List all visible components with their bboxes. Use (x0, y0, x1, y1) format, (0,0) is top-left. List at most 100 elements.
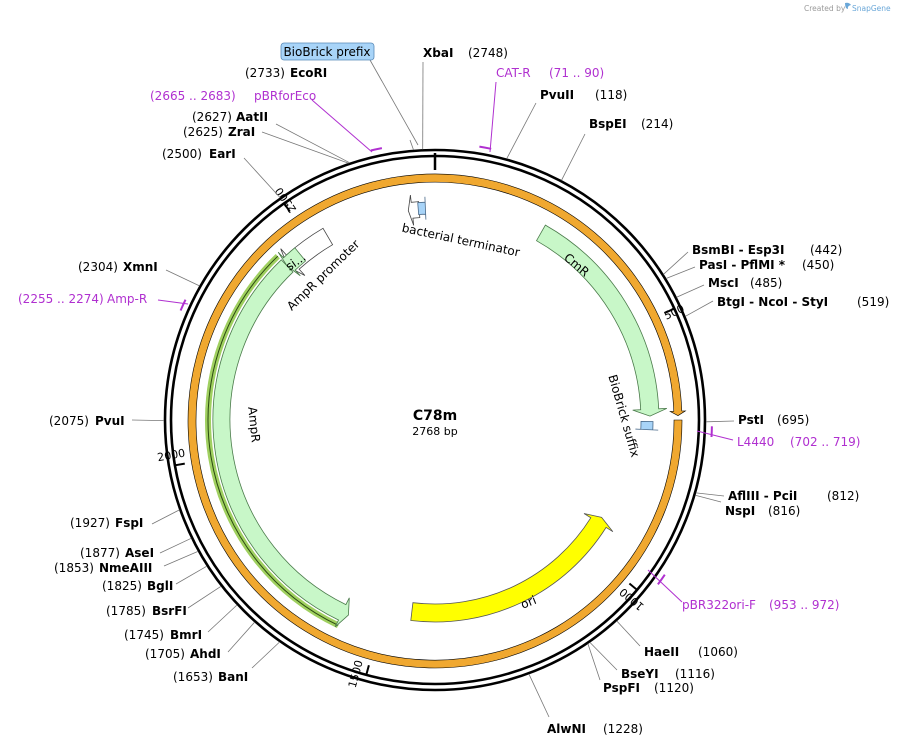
site-label-btgi-ncoi-styi[interactable]: BtgI - NcoI - StyI(519) (717, 295, 889, 309)
site-position: (2075) (49, 414, 89, 428)
biobrick-suffix-box[interactable] (635, 420, 659, 431)
plasmid-name: C78m (413, 408, 457, 424)
cmr-highlight-arrowhead (187, 173, 687, 669)
site-position: (1705) (145, 647, 185, 661)
site-name: AatII (236, 110, 268, 124)
site-label-bani[interactable]: BanI(1653) (173, 670, 248, 684)
credit: Created by SnapGene (804, 2, 891, 13)
ampr-highlight-line (207, 255, 339, 626)
site-label-bgli[interactable]: BglI (1825) (102, 579, 173, 593)
primer-label-l4440[interactable]: L4440(702 .. 719) (737, 435, 860, 449)
site-leader-line (695, 492, 725, 497)
site-label-bsmbi-esp3i[interactable]: BsmBI - Esp3I (442) (692, 243, 842, 257)
site-label-bsrfi[interactable]: BsrFI(1785) (106, 604, 187, 618)
site-label-fspi[interactable]: FspI(1927) (70, 516, 143, 530)
biobrick-prefix-label[interactable]: BioBrick prefix (280, 42, 375, 61)
primer-label-pbr322ori-f[interactable]: pBR322ori-F(953 .. 972) (682, 598, 839, 612)
site-label-bseyi[interactable]: BseYI(1116) (621, 667, 715, 681)
primer-leader-line (311, 99, 373, 153)
primer-range: (71 .. 90) (549, 66, 604, 80)
snapgene-logo-icon (845, 2, 851, 9)
site-leader-line (695, 494, 722, 503)
site-label-nmeaiii[interactable]: NmeAIII(1853) (54, 561, 152, 575)
site-position: (2304) (78, 260, 118, 274)
primer-leader-line (157, 299, 189, 305)
site-name: EarI (209, 147, 236, 161)
signal-sequence-arrow[interactable] (277, 247, 307, 277)
site-label-pspfi[interactable]: PspFI(1120) (603, 681, 694, 695)
site-label-asei[interactable]: AseI(1877) (80, 546, 154, 560)
site-name: AlwNI (547, 722, 586, 736)
site-label-bmri[interactable]: BmrI(1745) (124, 628, 202, 642)
site-label-xmni[interactable]: XmnI(2304) (78, 260, 158, 274)
site-label-alwni[interactable]: AlwNI (1228) (547, 722, 643, 736)
biobrick-prefix-box[interactable] (417, 196, 427, 220)
site-label-pvui[interactable]: PvuI(2075) (49, 414, 125, 428)
cmr-arrow[interactable] (535, 224, 667, 417)
scale-tick (174, 462, 185, 467)
site-position: (816) (768, 504, 800, 518)
site-name: ZraI (228, 125, 255, 139)
site-position: (1228) (603, 722, 643, 736)
site-label-msci[interactable]: MscI(485) (708, 276, 782, 290)
site-position: (1120) (654, 681, 694, 695)
site-position: (812) (827, 489, 859, 503)
primer-mark (179, 299, 187, 311)
site-leader-line (506, 102, 537, 159)
site-position: (1877) (80, 546, 120, 560)
site-label-zrai[interactable]: ZraI (2625) (183, 125, 255, 139)
site-leader-line (151, 509, 180, 525)
scale-tick (365, 664, 370, 676)
site-labels: XbaI(2748) EcoRI(2733) AatII (2627)ZraI (262… (18, 42, 889, 736)
site-name: AflIII - PciI (728, 489, 797, 503)
primer-label-pbrforeco[interactable]: pBRforEco(2665 .. 2683) (150, 89, 316, 103)
site-label-ahdi[interactable]: AhdI(1705) (145, 647, 221, 661)
site-position: (1825) (102, 579, 142, 593)
site-label-bspei[interactable]: BspEI(214) (589, 117, 673, 131)
site-label-eari[interactable]: EarI (2500) (162, 147, 236, 161)
site-name: BglI (147, 579, 173, 593)
primer-mark (370, 147, 383, 152)
site-leader-line (175, 565, 208, 585)
primer-leader-line (696, 430, 734, 441)
primer-name: pBR322ori-F (682, 598, 756, 612)
plasmid-length: 2768 bp (412, 425, 457, 438)
backbone-outer-ring (163, 148, 707, 692)
primer-mark (479, 145, 492, 150)
site-name: NmeAIII (99, 561, 152, 575)
site-name: BsmBI - Esp3I (692, 243, 784, 257)
site-position: (2627) (192, 110, 232, 124)
site-label-pvuii[interactable]: PvuII(118) (540, 88, 627, 102)
primer-label-amp-r[interactable]: Amp-R(2255 .. 2274) (18, 292, 147, 306)
ori-arrow[interactable] (410, 513, 614, 623)
ampr-arrow[interactable] (212, 259, 350, 628)
site-leader-line (207, 604, 238, 633)
bacterial-terminator-arrow[interactable] (407, 195, 421, 226)
site-label-psti[interactable]: PstI(695) (738, 413, 809, 427)
site-position: (450) (802, 258, 834, 272)
primer-leader-line (489, 81, 497, 153)
site-label-nspi[interactable]: NspI(816) (725, 504, 800, 518)
site-name: BseYI (621, 667, 659, 681)
site-label-pasi-pflmi[interactable]: PasI - PflMI *(450) (699, 258, 834, 272)
site-label-haeii[interactable]: HaeII(1060) (644, 645, 738, 659)
site-label-ecori[interactable]: EcoRI(2733) (245, 66, 327, 80)
site-leader-line (528, 674, 550, 718)
site-position: (118) (595, 88, 627, 102)
site-leader-line (665, 266, 696, 279)
site-leader-line (705, 420, 735, 423)
site-name: HaeII (644, 645, 679, 659)
site-position: (2625) (183, 125, 223, 139)
site-leader-line (589, 642, 618, 671)
site-position: (1653) (173, 670, 213, 684)
site-position: (2500) (162, 147, 202, 161)
primer-label-cat-r[interactable]: CAT-R(71 .. 90) (496, 66, 604, 80)
site-label-xbai[interactable]: XbaI(2748) (423, 46, 508, 60)
site-label-afliii-pcii[interactable]: AflIII - PciI (812) (728, 489, 859, 503)
site-label-aatii[interactable]: AatII (2627) (192, 110, 268, 124)
primer-name: pBRforEco (254, 89, 316, 103)
primer-mark (657, 574, 666, 585)
site-position: (442) (810, 243, 842, 257)
primer-name: L4440 (737, 435, 774, 449)
